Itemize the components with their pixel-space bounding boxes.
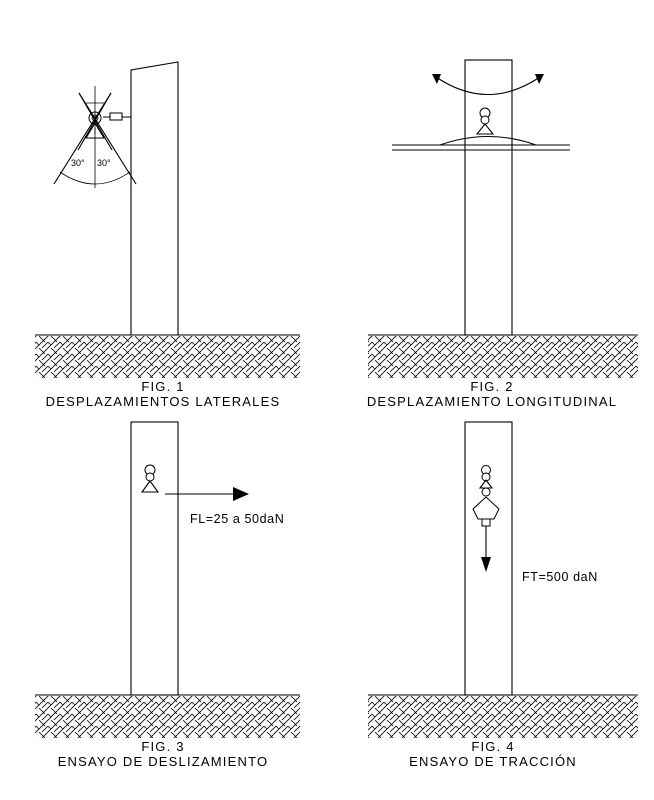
figure-number: FIG. 4	[471, 739, 514, 754]
figure-title: DESPLAZAMIENTO LONGITUDINAL	[367, 394, 617, 409]
tilt-line-right-ext	[78, 92, 137, 185]
weight-hook	[481, 518, 491, 527]
insulator-knob	[480, 115, 490, 125]
arrowhead-right	[535, 74, 544, 84]
insulator-triangle	[475, 123, 495, 135]
figure-2: FIG. 2 DESPLAZAMIENTO LONGITUDINAL	[367, 59, 638, 409]
figure-number: FIG. 3	[141, 739, 184, 754]
pole	[464, 59, 513, 336]
figure-number: FIG. 1	[141, 379, 184, 394]
figure-4: FT=500 daN FIG. 4 ENSAYO DE TRACCIÓN	[368, 421, 638, 769]
ground-hatch	[368, 696, 638, 738]
force-label: FL=25 a 50daN	[190, 512, 284, 526]
tilt-line-right	[77, 92, 112, 151]
figure-number: FIG. 2	[470, 379, 513, 394]
rotation-arrow	[435, 76, 541, 95]
pole	[130, 421, 179, 696]
figure-1: 30° 30° FIG. 1 DESPLAZAMIENTOS LATERALES	[35, 61, 300, 409]
cable-saddle	[439, 135, 537, 146]
insulator-knob	[145, 472, 155, 482]
ground-hatch	[35, 336, 300, 378]
force-arrowhead	[481, 557, 491, 572]
figure-title: ENSAYO DE TRACCIÓN	[409, 754, 577, 769]
figure-title: ENSAYO DE DESLIZAMIENTO	[58, 754, 269, 769]
force-label: FT=500 daN	[522, 570, 598, 584]
bracket-clamp	[109, 112, 123, 121]
angle-label-left: 30°	[71, 158, 85, 168]
figure-3: FL=25 a 50daN FIG. 3 ENSAYO DE DESLIZAMI…	[35, 421, 300, 769]
ground-hatch	[368, 336, 638, 378]
angle-label-right: 30°	[97, 158, 111, 168]
pole	[130, 61, 179, 335]
ground-hatch	[35, 696, 300, 738]
pole	[464, 421, 513, 696]
angle-arc	[59, 171, 131, 185]
figure-title: DESPLAZAMIENTOS LATERALES	[46, 394, 281, 409]
force-arrowhead	[233, 487, 249, 501]
tilt-line-left-ext	[53, 92, 112, 185]
dynamometer	[472, 496, 500, 520]
insulator-triangle	[140, 480, 160, 493]
arrowhead-left	[432, 74, 441, 84]
hook-ring	[481, 487, 491, 497]
insulator-knob	[481, 472, 491, 482]
